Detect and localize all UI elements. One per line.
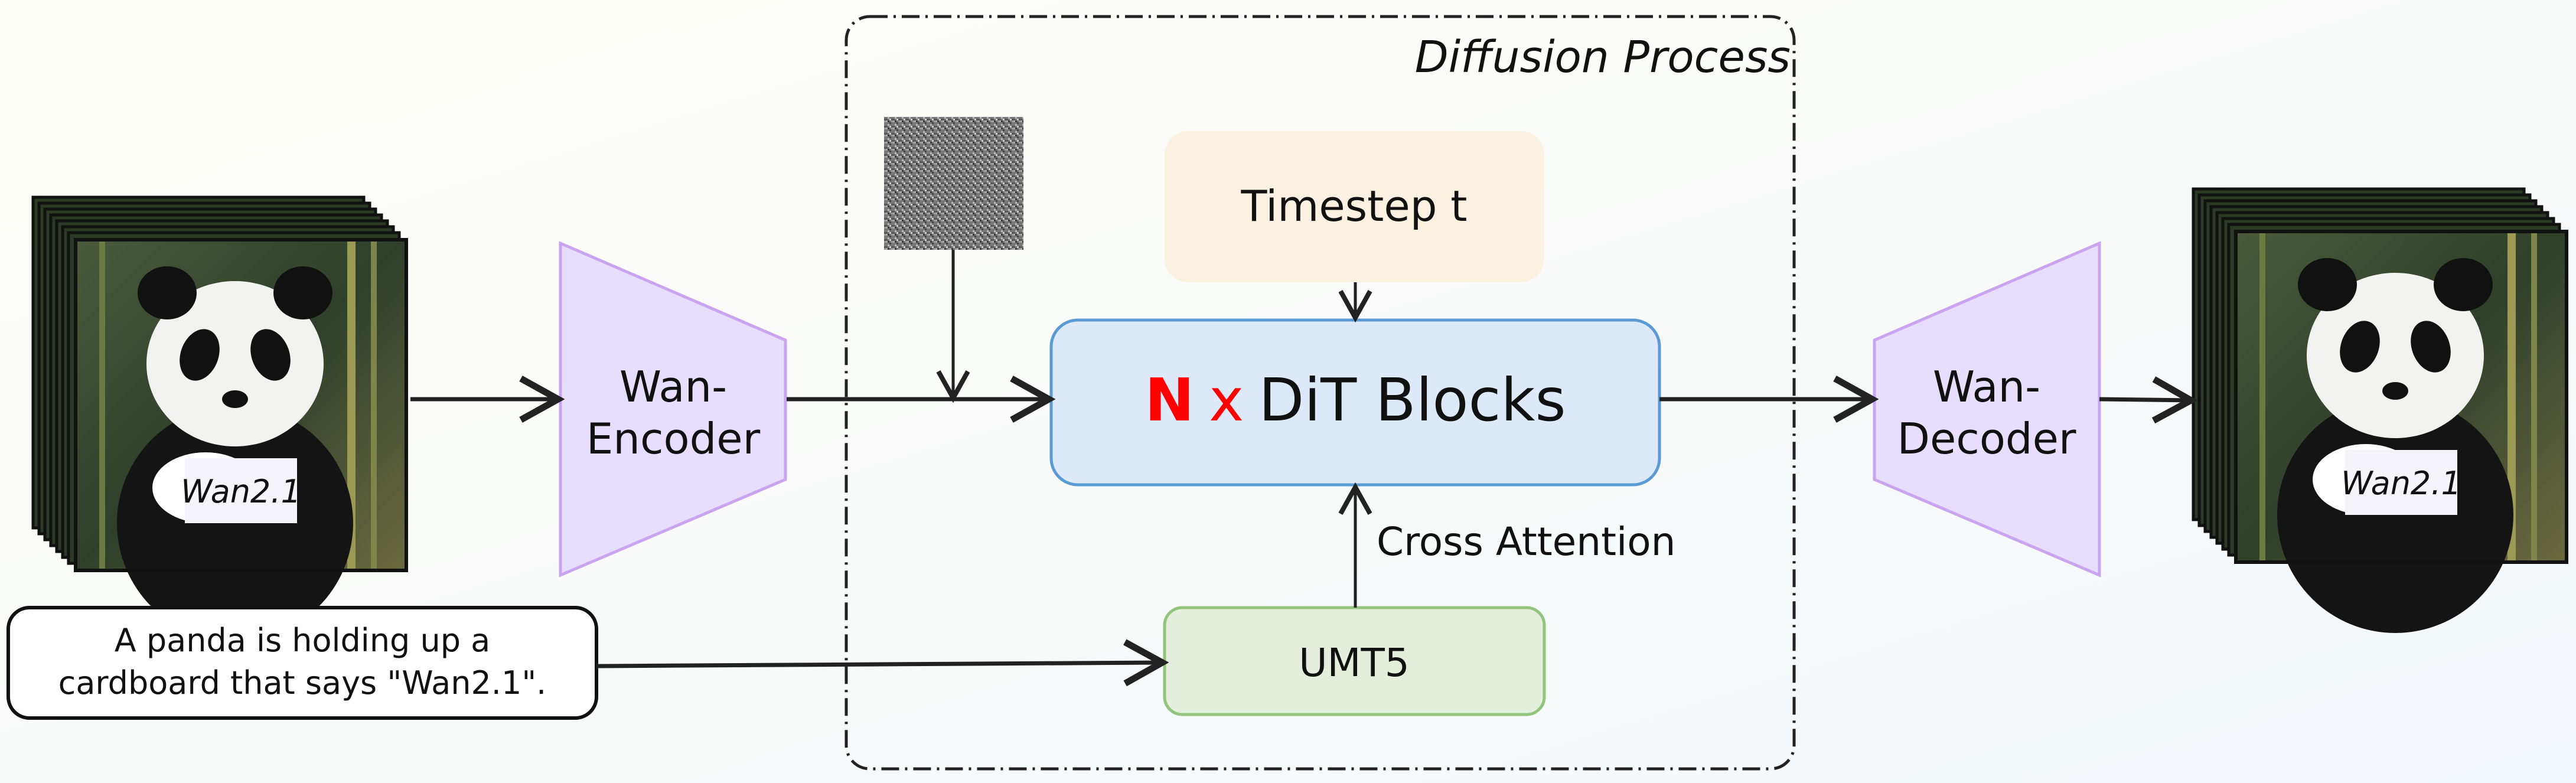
- dit-times: x: [1209, 366, 1244, 435]
- output-sign-text: Wan2.1: [2341, 465, 2461, 502]
- arrows: [410, 250, 2198, 687]
- diffusion-process-border: [844, 15, 1796, 771]
- encoder-label-line2: Encoder: [586, 414, 761, 464]
- wan-decoder: Wan- Decoder: [1873, 241, 2101, 578]
- prompt-line2: cardboard that says "Wan2.1".: [58, 664, 547, 702]
- dit-blocks-text: DiT Blocks: [1258, 366, 1566, 435]
- diffusion-process-group: Diffusion Process: [844, 15, 1796, 771]
- umt5-box: UMT5: [1163, 606, 1546, 716]
- cross-attention-label: Cross Attention: [1377, 519, 1676, 565]
- dit-multiplier: N: [1144, 366, 1194, 435]
- timestep-box: Timestep t: [1165, 131, 1544, 282]
- output-video-stack: Wan2.1: [2192, 187, 2568, 633]
- decoder-to-output-arrow: [2099, 376, 2198, 424]
- decoder-label-line2: Decoder: [1897, 414, 2076, 464]
- wan-encoder: Wan- Encoder: [559, 241, 787, 578]
- prompt-box: A panda is holding up a cardboard that s…: [6, 606, 598, 720]
- input-panda-frame: Wan2.1: [74, 238, 408, 641]
- umt5-label: UMT5: [1299, 640, 1410, 686]
- input-video-stack: Wan2.1: [31, 195, 408, 641]
- prompt-to-umt5-arrow: [596, 639, 1169, 687]
- timestep-label: Timestep t: [1240, 181, 1467, 231]
- diffusion-process-label: Diffusion Process: [1415, 32, 1791, 83]
- input-sign-text: Wan2.1: [181, 473, 301, 510]
- noise-image: [884, 117, 1023, 250]
- encoder-label-line1: Wan-: [619, 362, 727, 412]
- decoder-label-line1: Wan-: [1933, 362, 2040, 412]
- prompt-line1: A panda is holding up a: [115, 622, 491, 659]
- output-panda-frame: Wan2.1: [2234, 230, 2568, 633]
